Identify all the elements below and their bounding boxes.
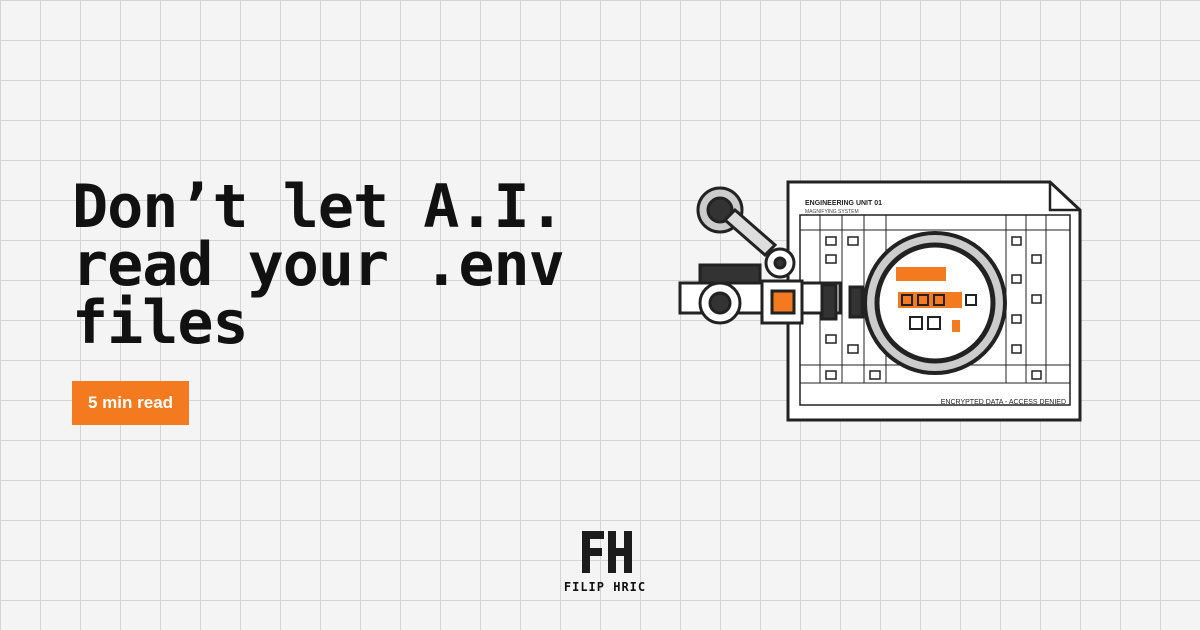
robot-arm (678, 186, 864, 325)
fh-monogram-logo (582, 531, 632, 573)
doc-title: ENGINEERING UNIT 01 (805, 200, 882, 207)
read-time-badge: 5 min read (72, 381, 190, 425)
brand-logo[interactable]: FILIP HRIC (560, 528, 650, 594)
magnifier-document-illustration: ENGINEERING UNIT 01 MAGNIFYING SYSTEM EN… (678, 180, 1082, 422)
page-title: Don’t let A.I. read your .env files (72, 172, 565, 358)
doc-subtitle: MAGNIFYING SYSTEM (805, 209, 859, 215)
doc-footer: ENCRYPTED DATA - ACCESS DENIED (941, 399, 1066, 406)
author-name: FILIP HRIC (563, 580, 647, 594)
magnifying-glass-icon (863, 231, 1007, 375)
